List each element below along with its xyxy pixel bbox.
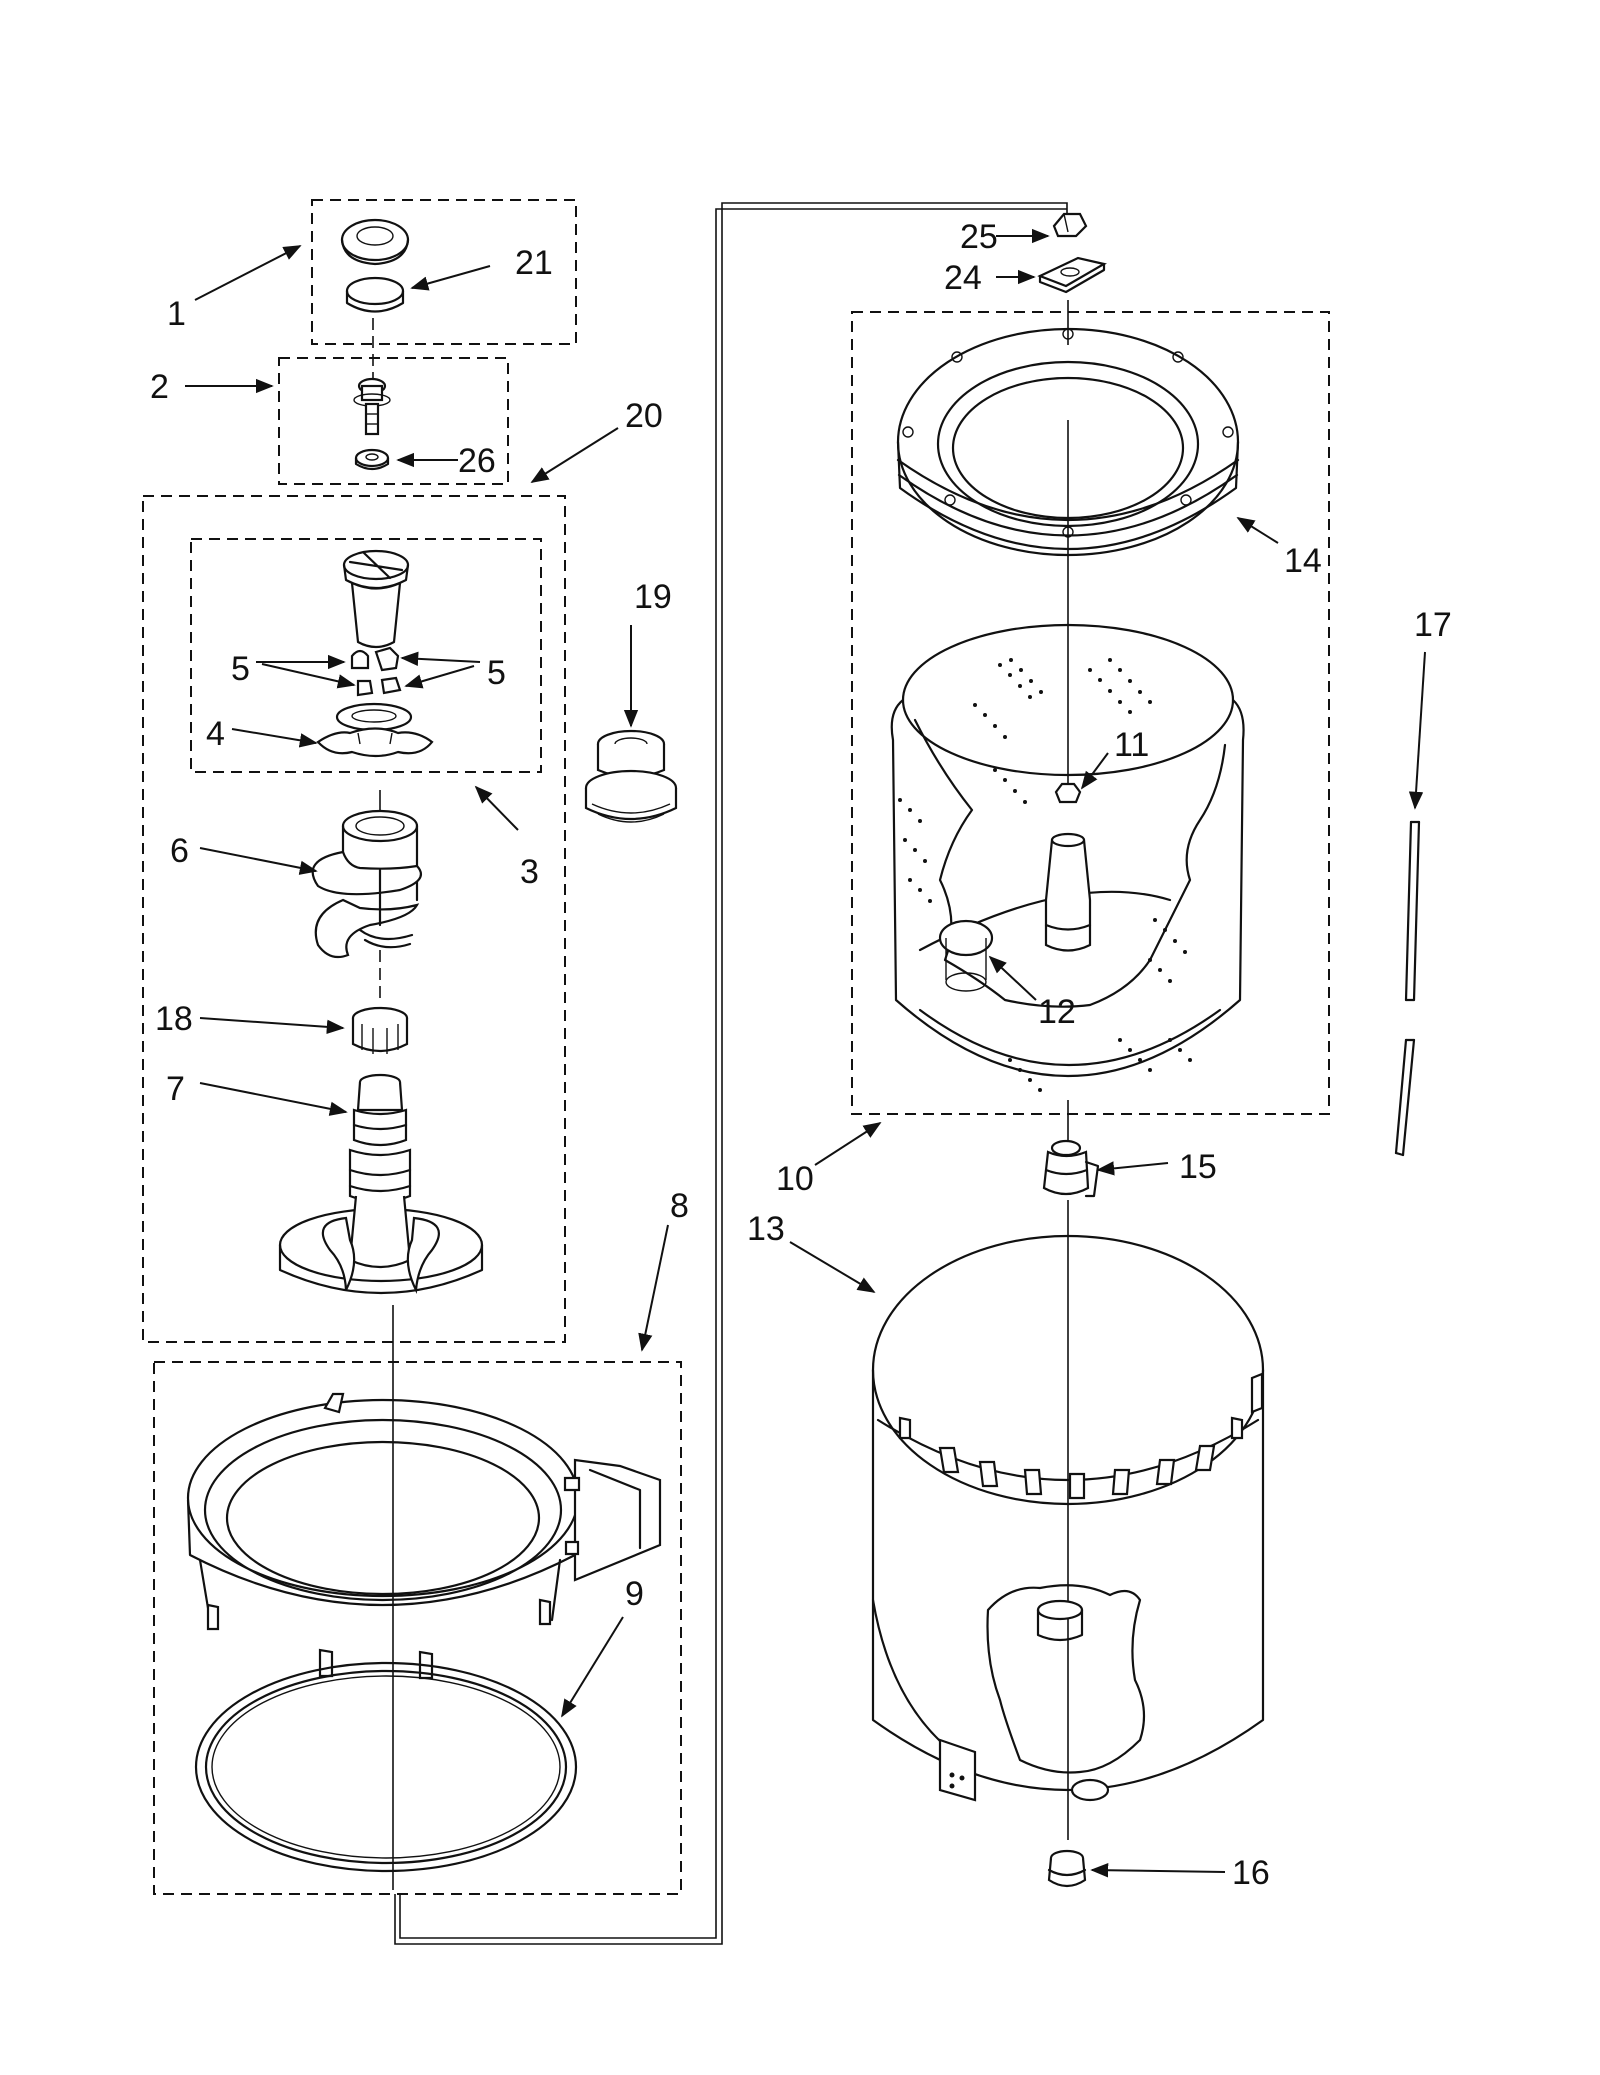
callout-labels: 1 2 3 4 5 5 6 7 8 9 10 11 12 13 14 15 16… (150, 218, 1452, 1892)
group-box-3 (190, 538, 542, 773)
callout-26: 26 (458, 442, 496, 480)
part-17-hose (1394, 820, 1421, 1157)
part-12-plug (938, 919, 994, 957)
callout-10: 10 (776, 1160, 814, 1198)
part-8-tub-ring (186, 1392, 662, 1680)
leader-lines (185, 228, 1426, 1878)
basket-perforations (898, 658, 1192, 1092)
group-box-2 (278, 357, 509, 485)
part-19-bearing (584, 729, 678, 823)
part-21-seal-ring (345, 276, 405, 313)
part-9-seal-band (194, 1661, 578, 1873)
part-16-nut (1047, 1849, 1087, 1888)
part-13-outer-tub (871, 1234, 1265, 1802)
connector-line (394, 202, 1068, 1945)
part-7-agitator-base (278, 1073, 484, 1295)
part-2-bolt (353, 377, 391, 436)
part-14-balance-ring (896, 327, 1240, 557)
group-box-20 (142, 495, 566, 1343)
callout-17: 17 (1414, 606, 1452, 644)
part-11-nut (1054, 782, 1082, 804)
callout-15: 15 (1179, 1148, 1217, 1186)
callout-1: 1 (167, 295, 186, 333)
part-5-dogs (350, 646, 402, 697)
callout-13: 13 (747, 1210, 785, 1248)
part-25-clip (1052, 212, 1088, 238)
part-6-auger (311, 809, 422, 959)
callout-24: 24 (944, 259, 982, 297)
callout-25: 25 (960, 218, 998, 256)
callout-16: 16 (1232, 1854, 1270, 1892)
part-3-cam-assembly (342, 549, 410, 649)
group-box-10 (851, 311, 1330, 1115)
part-10-basket (890, 623, 1245, 1077)
callout-19: 19 (634, 578, 672, 616)
callout-5-left: 5 (231, 650, 250, 688)
callout-3: 3 (520, 853, 539, 891)
callout-20: 20 (625, 397, 663, 435)
callout-5-right: 5 (487, 654, 506, 692)
part-24-bracket (1037, 256, 1107, 294)
part-26-washer (354, 448, 390, 471)
part-15-drive-block (1042, 1139, 1100, 1198)
callout-9: 9 (625, 1575, 644, 1613)
callout-6: 6 (170, 832, 189, 870)
group-box-1 (311, 199, 577, 345)
connector-line-inner (399, 208, 1067, 1939)
callout-14: 14 (1284, 542, 1322, 580)
callout-2: 2 (150, 368, 169, 406)
callout-11: 11 (1114, 726, 1149, 764)
callout-7: 7 (166, 1070, 185, 1108)
callout-12: 12 (1038, 993, 1076, 1031)
callout-21: 21 (515, 244, 553, 282)
part-1-agitator-cap (340, 218, 410, 266)
part-4-cam-plate (316, 702, 434, 758)
callout-4: 4 (206, 715, 225, 753)
callout-18: 18 (155, 1000, 193, 1038)
part-18-ratchet (351, 1006, 409, 1054)
group-box-8 (153, 1361, 682, 1895)
callout-8: 8 (670, 1187, 689, 1225)
